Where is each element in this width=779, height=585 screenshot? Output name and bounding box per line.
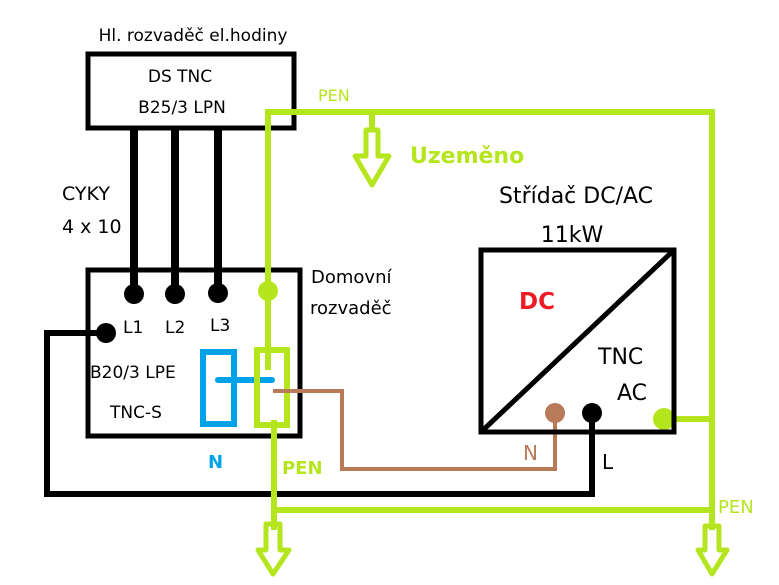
label-l2: L2 <box>165 318 185 338</box>
pen-terminal <box>258 281 278 301</box>
terminal-l3 <box>208 283 228 303</box>
home-panel-title-2: rozvaděč <box>310 298 392 319</box>
pen-bar <box>254 347 290 428</box>
ground-arrow-icon-top <box>352 127 392 188</box>
terminal-l1 <box>124 284 144 304</box>
label-l1: L1 <box>123 318 143 338</box>
label-l3: L3 <box>210 316 230 336</box>
ground-arrow-icon-right <box>695 523 730 577</box>
dc-label: DC <box>519 289 555 315</box>
system-label: TNC-S <box>109 403 162 423</box>
cable-size: 4 x 10 <box>62 216 122 238</box>
main-panel-title: Hl. rozvaděč el.hodiny <box>99 26 288 46</box>
n-label: N <box>208 452 223 473</box>
terminal-l2 <box>165 284 185 304</box>
inverter-l-label: L <box>602 450 614 474</box>
inverter-n-terminal <box>545 403 565 423</box>
ground-arrow-icon-left <box>255 521 292 577</box>
n-wire <box>273 389 557 471</box>
pen-main-loop <box>265 109 715 513</box>
inverter-pen-terminal <box>653 408 675 430</box>
inverter-box <box>478 247 677 435</box>
main-panel-box <box>85 51 297 131</box>
pen-label-home: PEN <box>282 458 323 479</box>
cable-type: CYKY <box>62 183 110 205</box>
inverter-power: 11kW <box>541 223 604 248</box>
grounded-label: Uzeměno <box>410 144 524 169</box>
ac-label: AC <box>617 381 647 406</box>
main-panel-line1: DS TNC <box>148 67 212 87</box>
inverter-title: Střídač DC/AC <box>499 184 653 209</box>
n-bar <box>200 349 237 427</box>
main-panel-line2: B25/3 LPN <box>138 98 226 118</box>
ac-type-label: TNC <box>597 345 643 370</box>
terminal-l1-out <box>96 323 116 343</box>
home-panel-title-1: Domovní <box>311 267 392 288</box>
inverter-n-label: N <box>523 441 538 465</box>
l-wire <box>44 330 595 497</box>
breaker-label: B20/3 LPE <box>90 363 176 383</box>
pen-top-label: PEN <box>318 86 350 105</box>
pen-label-right: PEN <box>718 497 754 518</box>
inverter-l-terminal <box>582 403 602 423</box>
home-panel-box <box>85 267 303 439</box>
inverter-divider <box>479 248 676 434</box>
